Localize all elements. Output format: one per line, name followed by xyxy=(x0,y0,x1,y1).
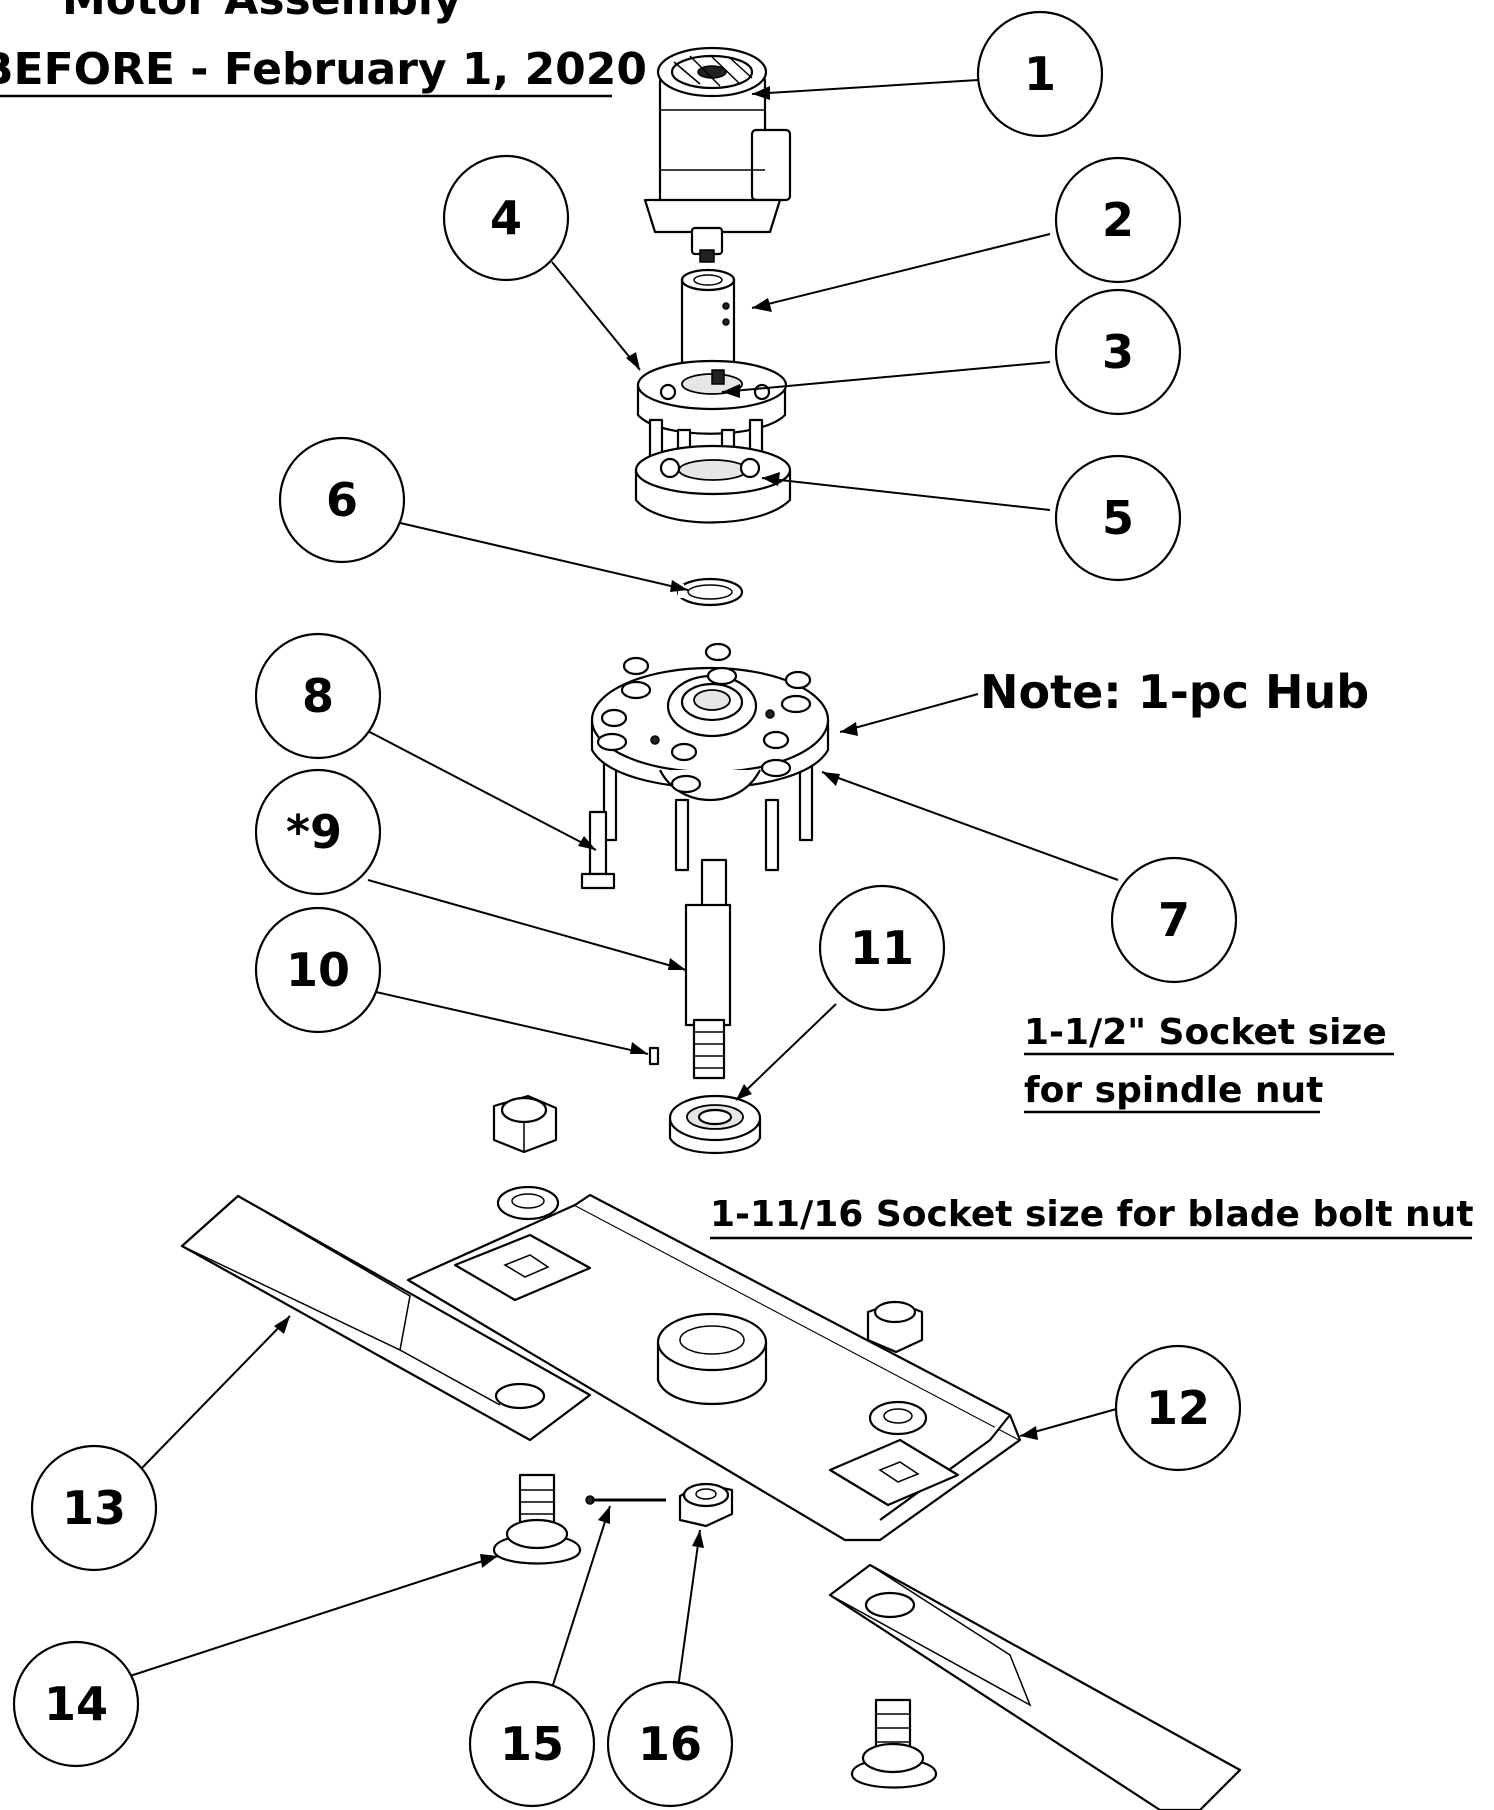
svg-text:8: 8 xyxy=(302,669,334,723)
svg-text:*9: *9 xyxy=(286,805,342,859)
callout-1: 1 xyxy=(976,10,1104,138)
svg-text:11: 11 xyxy=(850,921,914,975)
part-key xyxy=(648,1046,660,1066)
svg-text:10: 10 xyxy=(286,943,350,997)
callout-14: 14 xyxy=(12,1640,140,1768)
part-castle-nut xyxy=(678,1482,734,1528)
svg-text:15: 15 xyxy=(500,1717,564,1771)
callout-13: 13 xyxy=(30,1444,158,1572)
callout-11: 11 xyxy=(818,884,946,1012)
part-blade-left xyxy=(180,1194,592,1442)
note-spindle-socket-line2: for spindle nut xyxy=(1024,1070,1323,1111)
callout-6: 6 xyxy=(278,436,406,564)
svg-text:13: 13 xyxy=(62,1481,126,1535)
callout-7: 7 xyxy=(1110,856,1238,984)
title-line1: Motor Assembly xyxy=(62,0,462,25)
callout-8: 8 xyxy=(254,632,382,760)
svg-text:5: 5 xyxy=(1102,491,1134,545)
svg-text:3: 3 xyxy=(1102,325,1134,379)
note-blade-socket: 1-11/16 Socket size for blade bolt nut xyxy=(710,1194,1474,1235)
svg-text:4: 4 xyxy=(490,191,522,245)
part-hub xyxy=(590,642,830,872)
part-blade-bolt-left xyxy=(492,1473,582,1565)
note-hub: Note: 1-pc Hub xyxy=(980,665,1369,719)
part-washer xyxy=(496,1185,560,1221)
part-bearing xyxy=(668,1094,762,1154)
part-adapter-plate xyxy=(636,359,788,435)
hub-nuts xyxy=(596,642,812,794)
part-blade-right xyxy=(828,1563,1242,1810)
part-hub-bolt xyxy=(580,810,616,890)
part-motor xyxy=(643,46,792,263)
part-spindle-nut xyxy=(492,1094,558,1154)
callout-15: 15 xyxy=(468,1680,596,1808)
svg-text:7: 7 xyxy=(1158,893,1190,947)
title-line2: BEFORE - February 1, 2020 xyxy=(0,44,647,95)
svg-text:12: 12 xyxy=(1146,1381,1210,1435)
note-spindle-socket-line1: 1-1/2" Socket size xyxy=(1024,1012,1387,1053)
part-mount-plate xyxy=(634,418,792,524)
part-blade-bolt-right xyxy=(850,1698,938,1789)
callout-10: 10 xyxy=(254,906,382,1034)
part-spindle xyxy=(684,858,732,1080)
part-snap-ring xyxy=(676,577,744,607)
svg-text:16: 16 xyxy=(638,1717,702,1771)
callout-9: *9 xyxy=(254,768,382,896)
svg-text:14: 14 xyxy=(44,1677,108,1731)
svg-text:1: 1 xyxy=(1024,47,1056,101)
callout-5: 5 xyxy=(1054,454,1182,582)
part-cotter-pin xyxy=(585,1495,666,1505)
svg-text:6: 6 xyxy=(326,473,358,527)
callout-16: 16 xyxy=(606,1680,734,1808)
leader-lines xyxy=(129,79,1121,1689)
part-blade-bar xyxy=(406,1193,1022,1542)
callout-2: 2 xyxy=(1054,156,1182,284)
callout-3: 3 xyxy=(1054,288,1182,416)
svg-text:2: 2 xyxy=(1102,193,1134,247)
callout-12: 12 xyxy=(1114,1344,1242,1472)
callout-4: 4 xyxy=(442,154,570,282)
